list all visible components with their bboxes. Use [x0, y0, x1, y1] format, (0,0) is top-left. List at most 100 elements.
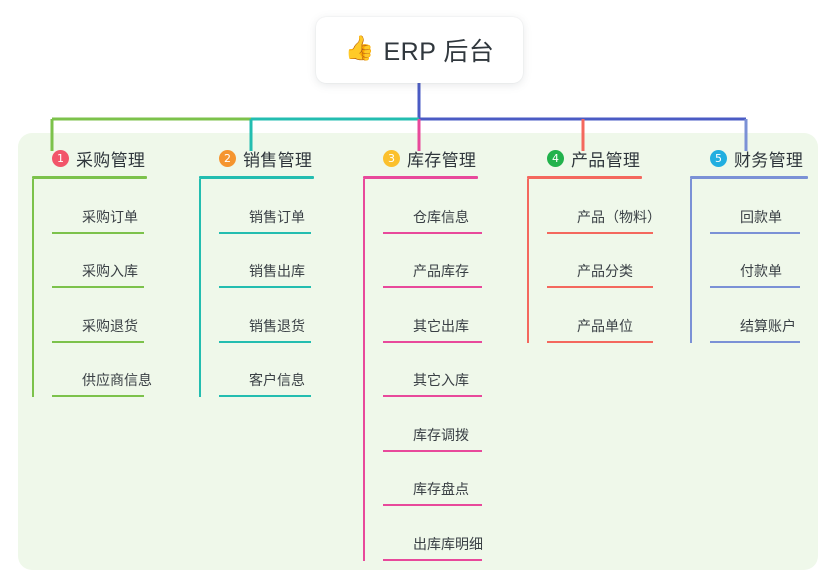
list-item-rule — [383, 395, 482, 397]
list-item-label: 库存盘点 — [413, 481, 469, 497]
column-trunk-5 — [690, 179, 692, 343]
list-item-label: 销售出库 — [249, 263, 305, 279]
list-item-label: 其它入库 — [413, 372, 469, 388]
column-header-rule-1 — [32, 176, 147, 179]
list-item[interactable]: 产品分类 — [547, 234, 653, 288]
column-5: 5 财务管理回款单付款单结算账户 — [690, 146, 808, 343]
list-item[interactable]: 销售退货 — [219, 288, 314, 343]
column-badge-2: 2 — [219, 149, 236, 167]
list-item[interactable]: 产品单位 — [547, 288, 653, 343]
list-item-rule — [52, 231, 144, 234]
column-badge-5: 5 — [710, 149, 727, 167]
list-item-rule — [383, 504, 482, 506]
list-item-rule — [383, 558, 482, 561]
column-1: 1 采购管理采购订单采购入库采购退货供应商信息 — [32, 146, 152, 397]
list-item[interactable]: 其它入库 — [383, 343, 482, 397]
list-item-label: 采购入库 — [82, 263, 138, 279]
list-item[interactable]: 结算账户 — [710, 288, 808, 343]
list-item-rule — [219, 340, 311, 343]
list-item-rule — [547, 286, 653, 288]
diagram-panel — [18, 133, 818, 570]
list-item-label: 产品单位 — [577, 317, 633, 334]
list-item-label: 产品分类 — [577, 263, 633, 279]
list-item-rule — [383, 340, 482, 343]
column-3: 3 库存管理仓库信息产品库存其它出库其它入库库存调拨库存盘点出库库明细 — [363, 146, 483, 561]
list-item[interactable]: 出库库明细 — [383, 506, 483, 561]
list-item-label: 仓库信息 — [413, 208, 469, 225]
list-item-rule — [710, 340, 800, 343]
list-item[interactable]: 产品（物料） — [547, 179, 661, 234]
list-item-rule — [710, 286, 800, 288]
list-item[interactable]: 其它出库 — [383, 288, 482, 343]
list-item-rule — [219, 395, 311, 397]
list-item-rule — [547, 340, 653, 343]
column-items-4: 产品（物料） 产品分类产品单位 — [527, 179, 661, 343]
list-item[interactable]: 客户信息 — [219, 343, 314, 397]
list-item[interactable]: 销售出库 — [219, 234, 314, 288]
list-item-rule — [383, 231, 482, 234]
list-item-label: 客户信息 — [249, 372, 305, 388]
list-item-label: 销售退货 — [249, 317, 305, 334]
column-header-rule-2 — [199, 176, 314, 179]
column-title-5: 财务管理 — [734, 150, 804, 170]
list-item[interactable]: 付款单 — [710, 234, 808, 288]
column-badge-3: 3 — [383, 149, 400, 167]
column-title-4: 产品管理 — [571, 150, 641, 170]
column-header-3[interactable]: 3 库存管理 — [363, 146, 478, 170]
list-item-label: 其它出库 — [413, 317, 469, 334]
list-item-label: 出库库明细 — [413, 535, 483, 552]
column-header-rule-5 — [690, 176, 808, 179]
column-trunk-2 — [199, 179, 201, 397]
list-item-rule — [52, 340, 144, 343]
list-item-rule — [710, 231, 800, 234]
column-header-5[interactable]: 5 财务管理 — [690, 146, 808, 170]
list-item[interactable]: 产品库存 — [383, 234, 482, 288]
column-2: 2 销售管理销售订单销售出库销售退货客户信息 — [199, 146, 314, 397]
list-item[interactable]: 采购退货 — [52, 288, 147, 343]
list-item-rule — [219, 286, 311, 288]
list-item-rule — [547, 231, 653, 234]
list-item[interactable]: 采购订单 — [52, 179, 147, 234]
list-item-rule — [383, 286, 482, 288]
list-item-rule — [52, 286, 144, 288]
column-header-rule-3 — [363, 176, 478, 179]
list-item-rule — [219, 231, 311, 234]
list-item[interactable]: 回款单 — [710, 179, 808, 234]
thumbs-up-icon: 👍 — [344, 35, 375, 62]
list-item[interactable]: 供应商信息 — [52, 343, 152, 397]
list-item[interactable]: 采购入库 — [52, 234, 147, 288]
column-items-5: 回款单付款单结算账户 — [690, 179, 808, 343]
list-item-label: 供应商信息 — [82, 372, 152, 388]
list-item-label: 采购订单 — [82, 208, 138, 225]
column-title-2: 销售管理 — [243, 150, 313, 170]
list-item[interactable]: 库存调拨 — [383, 397, 482, 452]
root-node-title: ERP 后台 — [383, 38, 495, 66]
column-items-3: 仓库信息产品库存其它出库其它入库库存调拨库存盘点出库库明细 — [363, 179, 483, 561]
column-header-2[interactable]: 2 销售管理 — [199, 146, 314, 170]
list-item-label: 采购退货 — [82, 317, 138, 334]
root-node-content: 👍 ERP 后台 — [345, 32, 495, 68]
column-header-1[interactable]: 1 采购管理 — [32, 146, 147, 170]
column-title-1: 采购管理 — [76, 150, 146, 170]
list-item-label: 产品库存 — [413, 263, 469, 279]
column-trunk-4 — [527, 179, 529, 343]
column-trunk-3 — [363, 179, 365, 561]
list-item-rule — [52, 395, 144, 397]
column-items-1: 采购订单采购入库采购退货供应商信息 — [32, 179, 152, 397]
list-item-label: 库存调拨 — [413, 426, 469, 443]
list-item-rule — [383, 449, 482, 452]
root-node-card[interactable]: 👍 ERP 后台 — [316, 17, 523, 83]
column-items-2: 销售订单销售出库销售退货客户信息 — [199, 179, 314, 397]
list-item-label: 销售订单 — [249, 208, 305, 225]
column-title-3: 库存管理 — [407, 150, 477, 170]
list-item[interactable]: 仓库信息 — [383, 179, 482, 234]
list-item[interactable]: 销售订单 — [219, 179, 314, 234]
list-item[interactable]: 库存盘点 — [383, 452, 482, 506]
list-item-label: 产品（物料） — [577, 208, 661, 225]
list-item-label: 回款单 — [740, 208, 782, 225]
column-badge-1: 1 — [52, 149, 69, 167]
column-trunk-1 — [32, 179, 34, 397]
